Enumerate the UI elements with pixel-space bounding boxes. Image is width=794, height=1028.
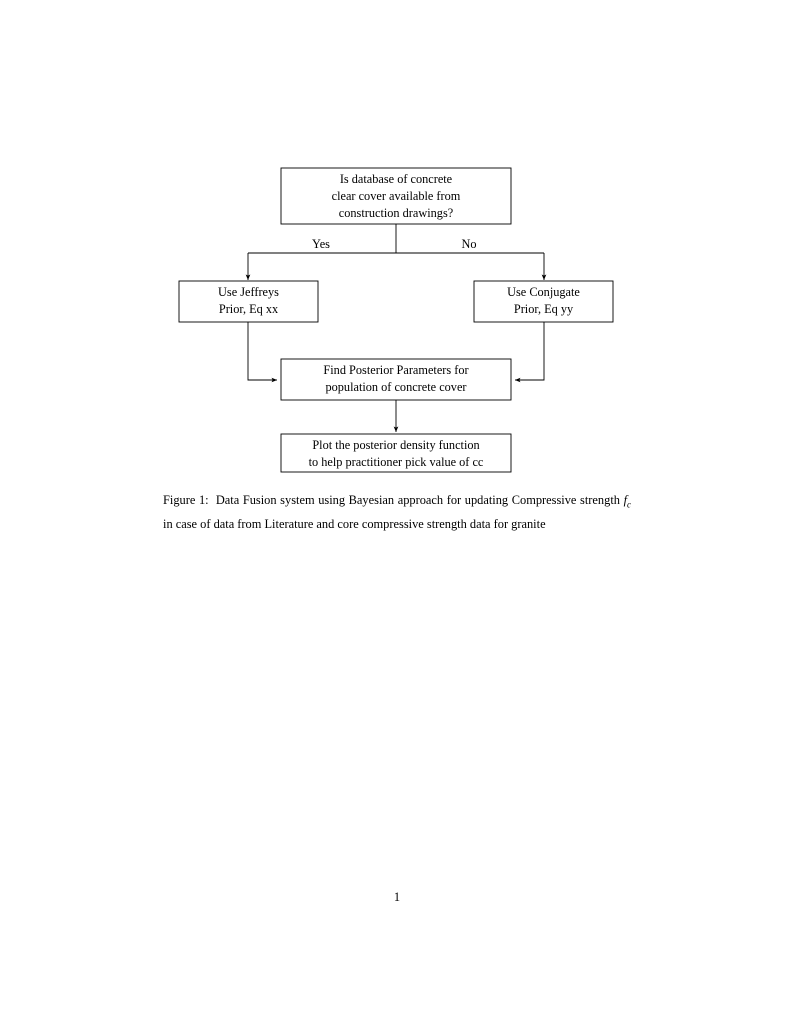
posterior-box-outline [280, 358, 512, 401]
edge-jeffreys-to-posterior [247, 322, 278, 383]
branch-label-yes: Yes [312, 237, 330, 251]
jeffreys-box-outline [178, 280, 319, 323]
conjugate-line-2: Prior, Eq yy [514, 302, 574, 316]
jeffreys-line-2: Prior, Eq xx [219, 302, 278, 316]
caption-label: Figure 1: [163, 493, 209, 507]
figure-1: Is database of concrete clear cover avai… [0, 0, 794, 490]
conjugate-line-1: Use Conjugate [507, 285, 580, 299]
caption-math-base: f [623, 493, 628, 507]
edge-conjugate-to-posterior [514, 322, 545, 383]
caption-math-symbol: fc [623, 493, 631, 510]
caption-text-after-math: in case of data from Literature and core… [163, 516, 546, 531]
page-number: 1 [393, 890, 401, 904]
jeffreys-line-1: Use Jeffreys [218, 285, 279, 299]
branch-label-no: No [461, 237, 476, 251]
question-line-2: clear cover available from [332, 189, 461, 203]
node-plot-density: Plot the posterior density function to h… [280, 433, 512, 473]
posterior-line-1: Find Posterior Parameters for [323, 363, 468, 377]
question-box-outline [280, 167, 512, 225]
question-line-3: construction drawings? [339, 206, 453, 220]
figure-caption: Figure 1: Data Fusion system using Bayes… [163, 491, 631, 534]
node-find-posterior: Find Posterior Parameters for population… [280, 358, 512, 401]
node-jeffreys-prior: Use Jeffreys Prior, Eq xx [178, 280, 319, 323]
caption-text-before-math: Data Fusion system using Bayesian approa… [215, 493, 620, 507]
plot-box-outline [280, 433, 512, 473]
conjugate-box-outline [473, 280, 614, 323]
plot-line-1: Plot the posterior density function [312, 438, 479, 452]
posterior-line-2: population of concrete cover [325, 380, 466, 394]
node-question: Is database of concrete clear cover avai… [280, 167, 512, 225]
caption-label-gap [209, 493, 216, 507]
node-conjugate-prior: Use Conjugate Prior, Eq yy [473, 280, 614, 323]
flowchart-diagram: Is database of concrete clear cover avai… [178, 167, 614, 473]
caption-math-subscript: c [627, 499, 631, 510]
question-line-1: Is database of concrete [340, 172, 453, 186]
plot-line-2: to help practitioner pick value of cc [309, 455, 484, 469]
